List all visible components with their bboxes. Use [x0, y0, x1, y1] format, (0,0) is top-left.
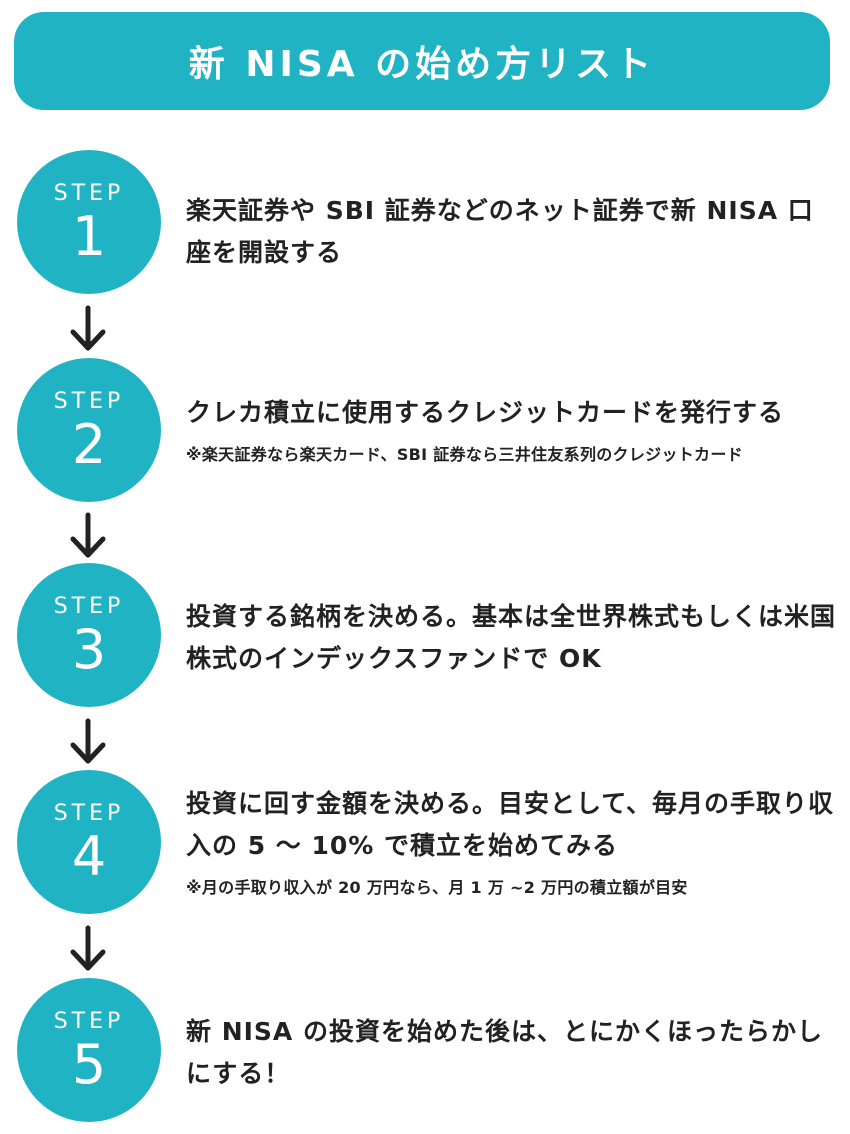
step-description: 投資する銘柄を決める。基本は全世界株式もしくは米国株式のインデックスファンドで … [186, 602, 837, 673]
step-badge: STEP 4 [17, 770, 161, 914]
step-description: 楽天証券や SBI 証券などのネット証券で新 NISA 口座を開設する [186, 196, 814, 267]
arrow-down-icon [70, 718, 106, 764]
page-title: 新 NISA の始め方リスト [188, 44, 656, 85]
step-badge: STEP 2 [17, 358, 161, 502]
step-note: ※月の手取り収入が 20 万円なら、月 1 万 ~2 万円の積立額が目安 [186, 878, 688, 897]
step-description: クレカ積立に使用するクレジットカードを発行する [186, 398, 785, 427]
step-label: STEP [53, 594, 125, 619]
step-note: ※楽天証券なら楽天カード、SBI 証券なら三井住友系列のクレジットカード [186, 445, 743, 464]
step-number: 5 [71, 1033, 107, 1096]
step-badge: STEP 5 [17, 978, 161, 1122]
step-badge: STEP 3 [17, 563, 161, 707]
arrow-down-icon [70, 512, 106, 558]
step-number: 1 [71, 205, 107, 268]
step-label: STEP [53, 801, 125, 826]
step-number: 4 [71, 825, 107, 888]
arrow-down-icon [70, 925, 106, 971]
step-badge: STEP 1 [17, 150, 161, 294]
step-label: STEP [53, 181, 125, 206]
step-label: STEP [53, 1009, 125, 1034]
step-number: 2 [71, 413, 107, 476]
step-description: 投資に回す金額を決める。目安として、毎月の手取り収入の 5 〜 10% で積立を… [186, 789, 835, 860]
step-number: 3 [71, 618, 107, 681]
step-label: STEP [53, 389, 125, 414]
arrow-down-icon [70, 305, 106, 351]
title-banner: 新 NISA の始め方リスト [14, 12, 830, 110]
step-description: 新 NISA の投資を始めた後は、とにかくほったらかしにする！ [186, 1017, 823, 1088]
